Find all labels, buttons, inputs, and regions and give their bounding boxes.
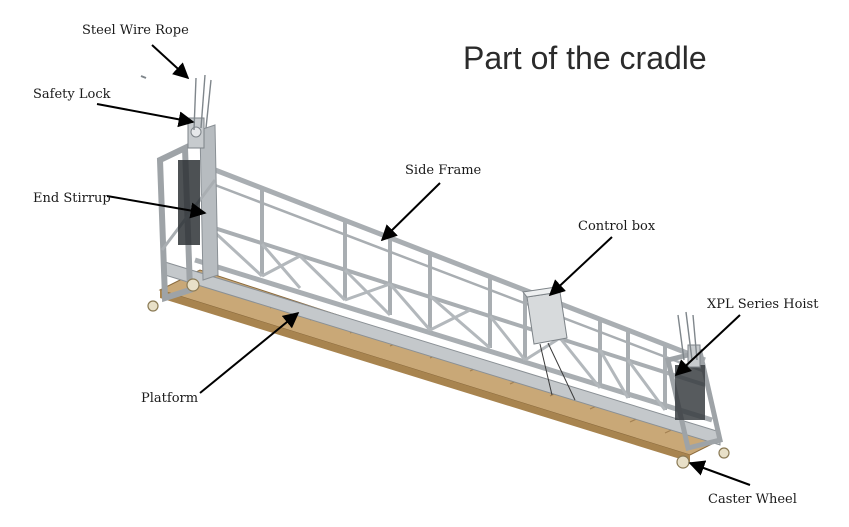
label-steel-wire-rope: Steel Wire Rope [82,23,189,38]
arrow-side-frame [380,182,441,242]
label-platform: Platform [141,391,199,406]
label-side-frame: Side Frame [405,163,482,178]
label-end-stirrup: End Stirrup [33,191,111,206]
platform-floor [158,261,722,462]
arrow-safety-lock [96,103,195,128]
label-safety-lock: Safety Lock [33,87,111,102]
diagram-title: Part of the cradle [463,40,707,76]
label-control-box: Control box [578,219,656,234]
side-frame [194,165,713,423]
callout-arrows [96,44,751,486]
label-caster-wheel: Caster Wheel [708,492,797,507]
caster-wheels [147,278,730,469]
arrow-end-stirrup [106,195,207,219]
label-xpl-series-hoist: XPL Series Hoist [707,297,819,312]
arrow-control-box [548,236,613,297]
arrow-steel-wire-rope [151,44,190,80]
arrow-platform [199,311,300,394]
steel-wire-ropes [140,74,698,361]
arrow-caster-wheel [688,460,751,486]
arrow-xpl-series-hoist [674,314,741,377]
